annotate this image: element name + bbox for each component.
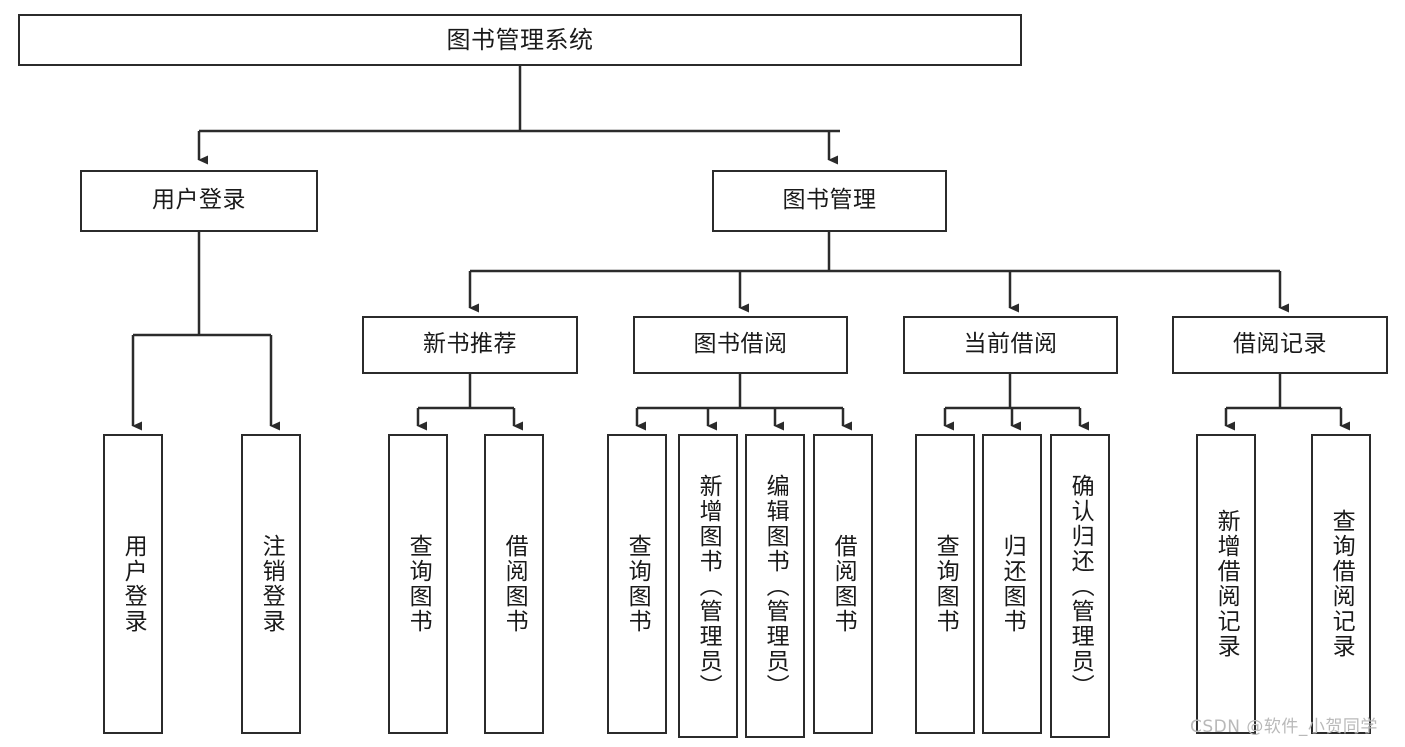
csdn-watermark: CSDN @软件_小贺同学 <box>1190 717 1378 737</box>
leaf-user-login-login[interactable]: 用户登录 <box>103 434 163 734</box>
leaf-record-add-record[interactable]: 新增借阅记录 <box>1196 434 1256 734</box>
node-label: 图书管理系统 <box>446 25 594 54</box>
node-label: 用户登录 <box>152 187 246 214</box>
node-new-book-recommend[interactable]: 新书推荐 <box>362 316 578 374</box>
node-label: 借阅图书 <box>501 534 528 634</box>
node-label: 编辑图书（管理员） <box>762 473 789 699</box>
node-label: 确认归还（管理员） <box>1067 473 1094 699</box>
node-label: 查询图书 <box>624 534 651 634</box>
node-book-borrow[interactable]: 图书借阅 <box>633 316 848 374</box>
node-label: 查询图书 <box>932 534 959 634</box>
leaf-borrow-borrow-book[interactable]: 借阅图书 <box>813 434 873 734</box>
node-user-login[interactable]: 用户登录 <box>80 170 318 232</box>
node-current-borrow[interactable]: 当前借阅 <box>903 316 1118 374</box>
node-label: 当前借阅 <box>963 331 1058 358</box>
leaf-borrow-add-book-admin[interactable]: 新增图书（管理员） <box>678 434 738 738</box>
node-label: 新增图书（管理员） <box>695 473 722 699</box>
leaf-new-book-query[interactable]: 查询图书 <box>388 434 448 734</box>
node-label: 查询借阅记录 <box>1328 509 1355 659</box>
node-label: 新书推荐 <box>423 331 517 358</box>
node-label: 用户登录 <box>120 534 147 634</box>
leaf-user-login-logout[interactable]: 注销登录 <box>241 434 301 734</box>
leaf-borrow-query-book[interactable]: 查询图书 <box>607 434 667 734</box>
node-label: 借阅记录 <box>1233 331 1327 358</box>
node-label: 借阅图书 <box>830 534 857 634</box>
leaf-record-query-record[interactable]: 查询借阅记录 <box>1311 434 1371 734</box>
node-label: 归还图书 <box>999 534 1026 634</box>
leaf-current-return-book[interactable]: 归还图书 <box>982 434 1042 734</box>
node-root-system[interactable]: 图书管理系统 <box>18 14 1022 66</box>
leaf-current-confirm-return-admin[interactable]: 确认归还（管理员） <box>1050 434 1110 738</box>
leaf-current-query-book[interactable]: 查询图书 <box>915 434 975 734</box>
node-label: 注销登录 <box>258 534 285 634</box>
node-label: 图书借阅 <box>693 331 788 358</box>
node-book-management[interactable]: 图书管理 <box>712 170 947 232</box>
node-label: 新增借阅记录 <box>1213 509 1240 659</box>
node-label: 图书管理 <box>782 187 877 214</box>
leaf-new-book-borrow[interactable]: 借阅图书 <box>484 434 544 734</box>
leaf-borrow-edit-book-admin[interactable]: 编辑图书（管理员） <box>745 434 805 738</box>
node-label: 查询图书 <box>405 534 432 634</box>
node-borrow-record[interactable]: 借阅记录 <box>1172 316 1388 374</box>
